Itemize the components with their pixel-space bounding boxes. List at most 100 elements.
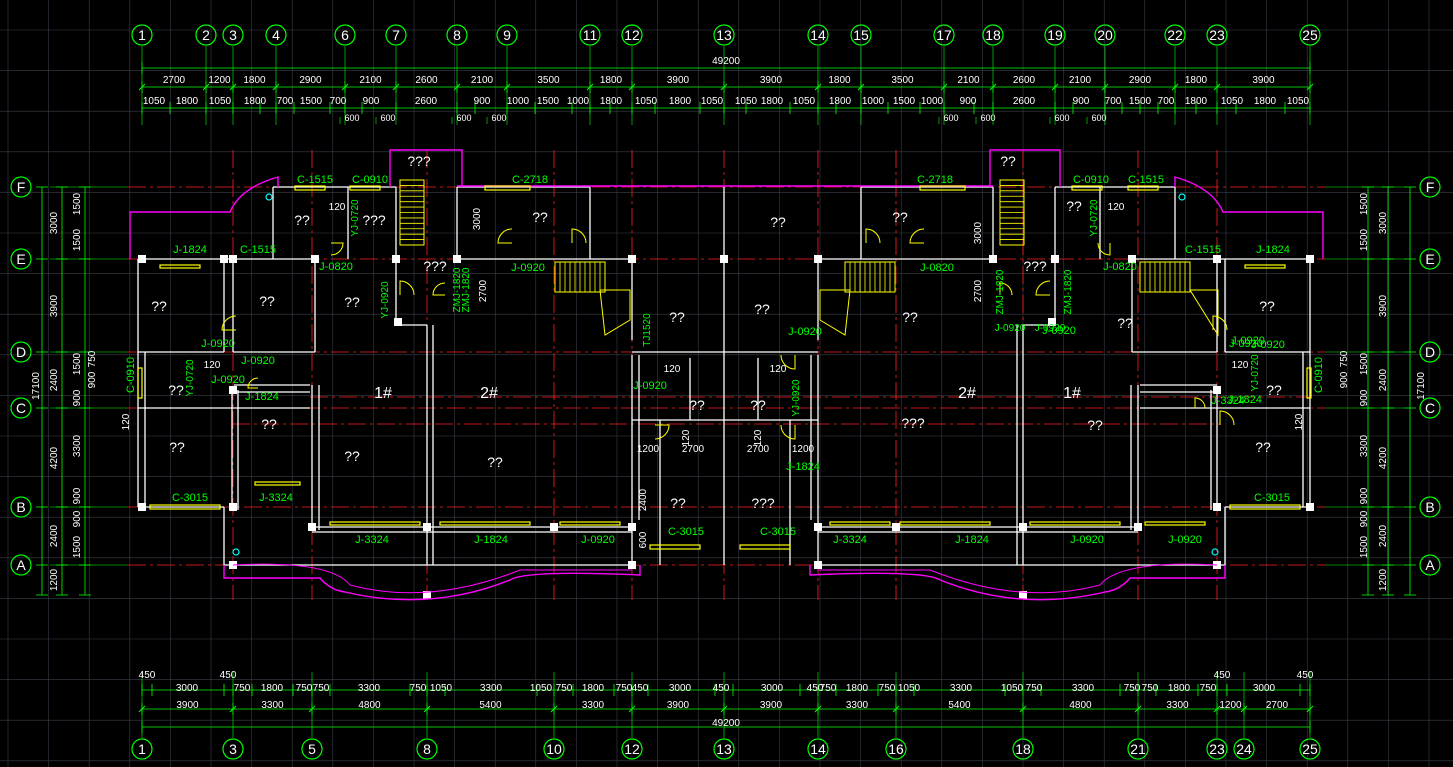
dimension-value: 900 <box>474 96 491 107</box>
dimension-value: 3000 <box>1378 211 1389 234</box>
axis-bubble-left <box>10 248 32 270</box>
wall-column <box>989 255 997 263</box>
wall-column <box>394 318 402 326</box>
dimension-value: 600 <box>344 113 359 123</box>
dimension-value: 2600 <box>415 96 438 107</box>
balcony-outline <box>809 565 1226 601</box>
dimension-value: 1050 <box>701 96 724 107</box>
window <box>1144 521 1206 526</box>
dimension-value: 750 <box>296 683 313 694</box>
wall-column <box>1306 255 1314 263</box>
door-label: J-3324 <box>259 492 293 504</box>
door-swing <box>865 228 881 244</box>
small-label: 3000 <box>472 207 483 230</box>
door-label: J-0820 <box>920 262 954 274</box>
balcony-outline <box>232 563 632 594</box>
dimension-value: 1200 <box>1378 568 1389 591</box>
small-label: YJ-0720 <box>350 199 361 237</box>
door-swing <box>1219 410 1235 426</box>
dimension-value: 1500 <box>1129 96 1152 107</box>
unit-number: 2# <box>958 385 976 402</box>
room-label: ?? <box>689 397 705 413</box>
axis-bubble-top-label: 22 <box>1167 27 1183 43</box>
dimension-value: 1050 <box>530 683 553 694</box>
door-swing <box>399 280 415 296</box>
door-swing <box>1212 315 1228 331</box>
dimension-value: 700 <box>277 96 294 107</box>
dimension-value: 3000 <box>1253 683 1276 694</box>
wall-column <box>814 561 822 569</box>
dimension-value: 1800 <box>761 96 784 107</box>
door-label: J-0920 <box>201 338 235 350</box>
window <box>254 481 301 486</box>
dimension-value: 1800 <box>176 96 199 107</box>
axis-bubble-top-label: 20 <box>1097 27 1113 43</box>
dimension-value: 1800 <box>244 96 267 107</box>
room-label: ?? <box>1255 439 1271 455</box>
axis-bubble-bottom-label: 23 <box>1209 741 1225 757</box>
room-label: ?? <box>770 214 786 230</box>
axis-bubble-bottom <box>1233 738 1255 760</box>
wall-column <box>138 503 146 511</box>
axis-bubble-left <box>10 341 32 363</box>
axis-bubble-top <box>982 24 1004 46</box>
dimension-value: 3300 <box>1166 700 1189 711</box>
dimension-value: 3000 <box>176 683 199 694</box>
room-label: ?? <box>344 448 360 464</box>
window <box>1127 185 1159 191</box>
dimension-value: 750 <box>556 683 573 694</box>
window <box>349 185 381 191</box>
door-label: J-3324 <box>355 534 389 546</box>
dimension-value: 1050 <box>1221 96 1244 107</box>
dimension-value: 900 <box>72 487 83 504</box>
axis-bubble-bottom-label: 18 <box>1015 741 1031 757</box>
wall-column <box>1213 255 1221 263</box>
dimension-value: 1800 <box>669 96 692 107</box>
dimension-value: 600 <box>1054 113 1069 123</box>
axis-bubble-right-label: F <box>1426 179 1435 195</box>
windows <box>137 185 1312 550</box>
dimension-value: 1500 <box>72 535 83 558</box>
small-label: TJ1520 <box>642 313 653 347</box>
axis-bubble-top <box>496 24 518 46</box>
dimension-value: 1500 <box>893 96 916 107</box>
wall-column <box>229 255 237 263</box>
axis-bubble-right <box>1419 397 1441 419</box>
wall-column <box>229 386 237 394</box>
room-label: ?? <box>669 309 685 325</box>
axis-bubble-top <box>265 24 287 46</box>
dimension-value: 1500 <box>300 96 323 107</box>
dimension-value: 2100 <box>359 75 382 86</box>
dimension-value: 1500 <box>72 352 83 375</box>
small-label: ZMJ-1820 <box>995 269 1006 314</box>
wall-column <box>892 523 900 531</box>
wall-column <box>1213 386 1221 394</box>
window <box>159 264 201 269</box>
door-label: J-0920 <box>788 326 822 338</box>
balcony-outline <box>1174 176 1324 259</box>
dimension-value: 900 <box>87 371 98 388</box>
axis-bubble-bottom <box>1012 738 1034 760</box>
axis-bubble-top <box>1299 24 1321 46</box>
dimension-value: 2100 <box>957 75 980 86</box>
small-label: ZMJ-1820 <box>461 267 472 312</box>
axis-bubble-top <box>222 24 244 46</box>
fixture-icon <box>1178 193 1186 201</box>
small-label: 120 <box>1294 413 1305 430</box>
room-label: ?? <box>294 212 310 228</box>
window <box>294 185 326 191</box>
door-label: J-0920 <box>1229 338 1263 350</box>
axis-bubble-bottom <box>1127 738 1149 760</box>
door-label: J-0920 <box>1042 325 1076 337</box>
door-label: J-1824 <box>474 534 508 546</box>
balcony-outline <box>129 149 1324 601</box>
dimension-value: 750 <box>87 350 98 367</box>
room-label: ?? <box>1066 198 1082 214</box>
dimension-value: 1200 <box>208 75 231 86</box>
dimension-value: 450 <box>713 683 730 694</box>
wall-column <box>814 523 822 531</box>
dimension-value: 1050 <box>143 96 166 107</box>
door-label: J-3324 <box>1211 395 1245 407</box>
